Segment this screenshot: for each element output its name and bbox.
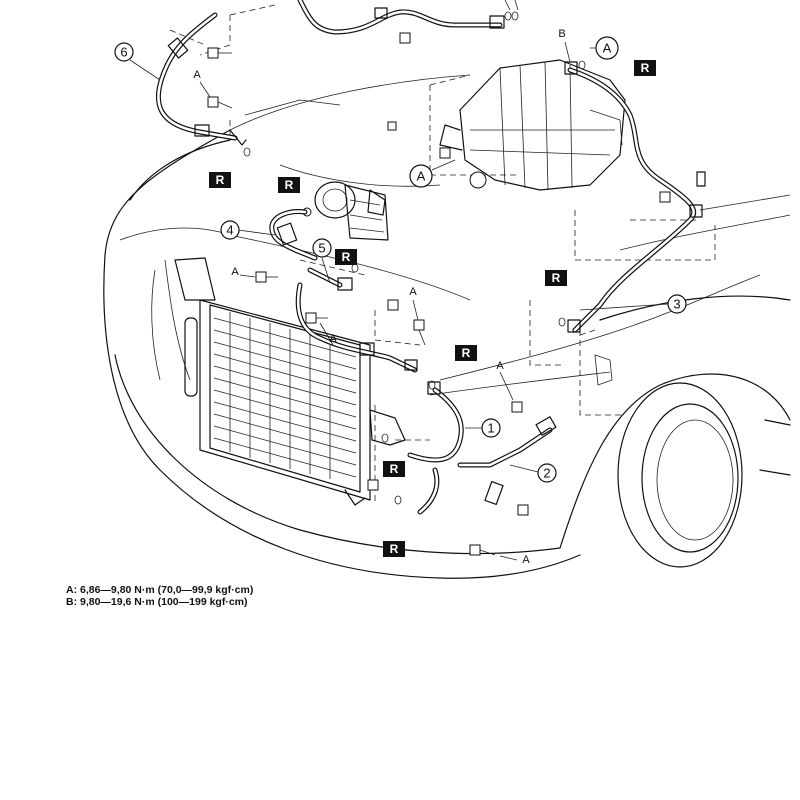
nut — [659, 191, 671, 203]
bracket — [594, 354, 613, 386]
callout-3-label: 3 — [673, 297, 680, 312]
replace-marker: R — [545, 270, 567, 286]
bolt — [367, 479, 379, 491]
callout-1: 1 — [481, 418, 501, 438]
bolt — [255, 271, 278, 283]
leader-lines — [129, 41, 669, 561]
bolt — [469, 544, 496, 556]
replace-label: R — [552, 271, 561, 285]
torque-labels: B A A A A A A — [193, 28, 565, 566]
callout-3: 3 — [667, 294, 687, 314]
replace-label: R — [462, 346, 471, 360]
circled-a-label: A — [603, 41, 612, 56]
callout-2: 2 — [537, 463, 557, 483]
torque-b-label: B — [558, 28, 565, 40]
torque-a-label: A — [409, 286, 417, 298]
o-ring — [243, 147, 251, 157]
torque-legend: A: 6,86—9,80 N·m (70,0—99,9 kgf·cm) B: 9… — [66, 584, 253, 608]
torque-legend-a: A: 6,86—9,80 N·m (70,0—99,9 kgf·cm) — [66, 584, 254, 596]
callout-6: 6 — [114, 42, 134, 62]
bolt — [207, 47, 232, 59]
front-wheel — [617, 382, 791, 568]
pipe-2 — [457, 416, 557, 506]
circled-a-label: A — [417, 169, 426, 184]
bolt — [207, 96, 233, 109]
compressor — [302, 181, 389, 241]
replace-label: R — [285, 178, 294, 192]
o-ring — [381, 433, 389, 443]
o-ring — [578, 60, 586, 70]
bolt — [387, 121, 397, 131]
replace-label: R — [216, 173, 225, 187]
callout-5-label: 5 — [318, 241, 325, 256]
pipe-upper — [297, 0, 519, 35]
o-ring — [351, 263, 359, 273]
circled-a-marker: A — [409, 164, 433, 188]
replace-marker: R — [455, 345, 477, 361]
callout-6-label: 6 — [120, 45, 127, 60]
bolt — [439, 147, 451, 159]
pipe-5 — [295, 267, 418, 373]
replace-marker: R — [209, 172, 231, 188]
fasteners — [207, 32, 671, 556]
replace-marker: R — [278, 177, 300, 193]
replace-marker: R — [383, 541, 405, 557]
torque-a-label: A — [329, 333, 337, 345]
pipe-1 — [407, 381, 464, 515]
pipe-4 — [269, 209, 318, 261]
piping — [155, 0, 706, 515]
nut — [399, 32, 411, 44]
guide-lines — [169, 4, 716, 505]
replace-label: R — [390, 462, 399, 476]
bolt — [517, 504, 529, 516]
nut — [387, 299, 399, 311]
callout-4: 4 — [220, 220, 240, 240]
callout-2-label: 2 — [543, 466, 550, 481]
bolt — [305, 312, 328, 324]
evaporator-unit — [439, 59, 626, 191]
bracket — [369, 409, 406, 446]
condenser-fins — [213, 312, 357, 479]
bolt — [413, 319, 426, 346]
condenser — [184, 299, 371, 506]
torque-legend-b: B: 9,80—19,6 N·m (100—199 kgf·cm) — [66, 596, 248, 608]
torque-a-label: A — [522, 554, 530, 566]
circled-a-marker: A — [595, 36, 619, 60]
torque-a-label: A — [231, 266, 239, 278]
callout-4-label: 4 — [226, 223, 233, 238]
o-ring — [428, 380, 436, 390]
replace-label: R — [641, 61, 650, 75]
pipe-3 — [564, 61, 706, 333]
callout-5: 5 — [312, 238, 332, 258]
o-ring — [394, 495, 402, 505]
torque-a-label: A — [193, 69, 201, 81]
torque-a-label: A — [496, 360, 504, 372]
replace-marker: R — [335, 249, 357, 265]
pipe-6 — [155, 12, 247, 146]
nut — [511, 401, 523, 413]
replace-marker: R — [383, 461, 405, 477]
callout-1-label: 1 — [487, 421, 494, 436]
replace-marker: R — [634, 60, 656, 76]
replace-label: R — [390, 542, 399, 556]
o-ring — [558, 317, 566, 327]
replace-label: R — [342, 250, 351, 264]
